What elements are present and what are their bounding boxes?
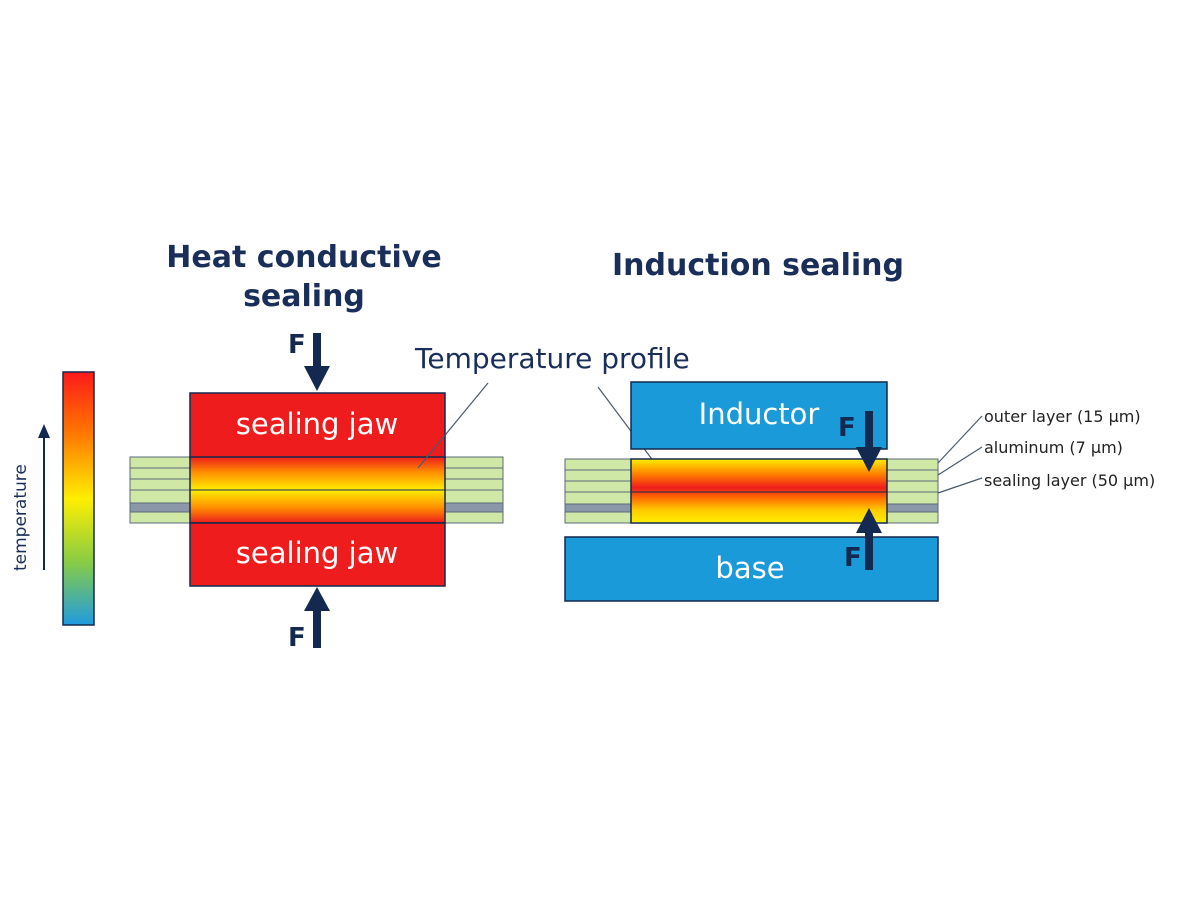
temperature-gradient-bar [62,371,95,626]
induction-section: Induction sealing Inductor base [564,248,1155,602]
leader-sealing-layer [937,477,983,494]
heat-conductive-title-line1: Heat conductive [166,240,441,275]
force-arrow-up-left: F [288,587,330,653]
induction-film-layers-right [886,458,939,524]
arrow-down-icon [856,447,882,472]
temperature-scale: temperature [11,371,95,626]
layer-callouts: outer layer (15 µm) aluminum (7 µm) seal… [937,407,1155,494]
force-label: F [288,623,306,653]
leader-line-induction [597,386,661,471]
leader-line-heat [417,382,489,469]
sealing-jaw-bottom-label: sealing jaw [236,536,398,570]
temperature-axis-label: temperature [11,464,31,571]
arrow-up-icon [38,424,50,438]
arrow-up-icon [856,508,882,533]
outer-layer-label: outer layer (15 µm) [984,407,1141,426]
leader-aluminum [937,446,983,476]
aluminum-label: aluminum (7 µm) [984,438,1123,457]
induction-temperature-profile [630,458,888,524]
leader-outer-layer [937,415,983,464]
sealing-layer-label: sealing layer (50 µm) [984,471,1155,490]
inductor-block [630,381,888,450]
sealing-jaw-top-label: sealing jaw [236,407,398,441]
film-layers-left [129,456,191,524]
heat-conductive-title-line2: sealing [243,279,365,314]
induction-film-layers-left [564,458,632,524]
arrow-up-icon [304,587,330,611]
force-label: F [838,413,856,443]
base-block [564,536,939,602]
base-label: base [715,551,784,585]
force-arrow-down-right: F [838,411,882,472]
force-arrow-down-left: F [288,330,330,391]
force-label: F [844,543,862,573]
heat-conductive-section: Heat conductive sealing sealing jaw seal… [129,240,504,653]
temperature-profile-label: Temperature profile [414,342,690,375]
sealing-jaw-bottom [189,522,446,587]
temperature-profile-callout: Temperature profile [414,342,690,471]
inductor-label: Inductor [699,397,820,431]
film-layers-right [444,456,504,524]
force-arrow-up-right: F [844,508,882,573]
force-label: F [288,330,306,360]
induction-title: Induction sealing [612,248,904,283]
arrow-down-icon [304,366,330,391]
